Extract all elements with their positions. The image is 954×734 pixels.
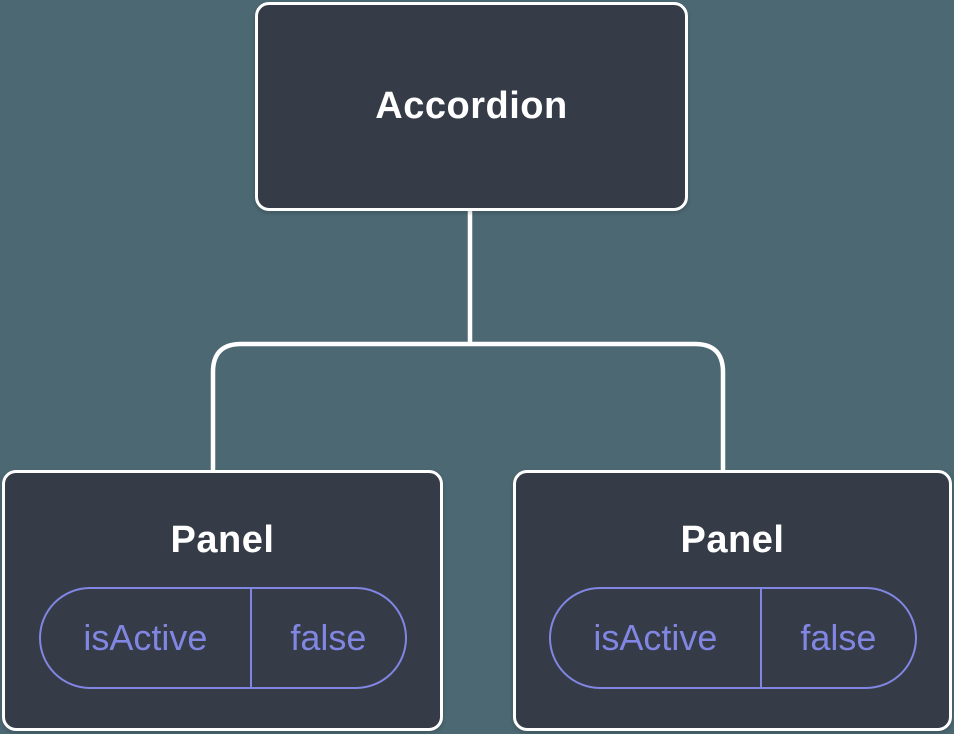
panel-node-left: Panel isActive false [2,470,443,731]
state-pill: isActive false [548,587,917,689]
state-value: false [290,617,367,658]
connector-branch [210,341,726,471]
accordion-node: Accordion [255,2,688,211]
state-key: isActive [551,589,763,687]
panel-node-label: Panel [170,519,275,561]
state-value: false [800,617,877,658]
panel-node-label: Panel [680,519,785,561]
panel-node-right: Panel isActive false [513,470,952,731]
state-pill: isActive false [38,587,407,689]
state-key: isActive [41,589,253,687]
accordion-node-label: Accordion [375,85,568,127]
